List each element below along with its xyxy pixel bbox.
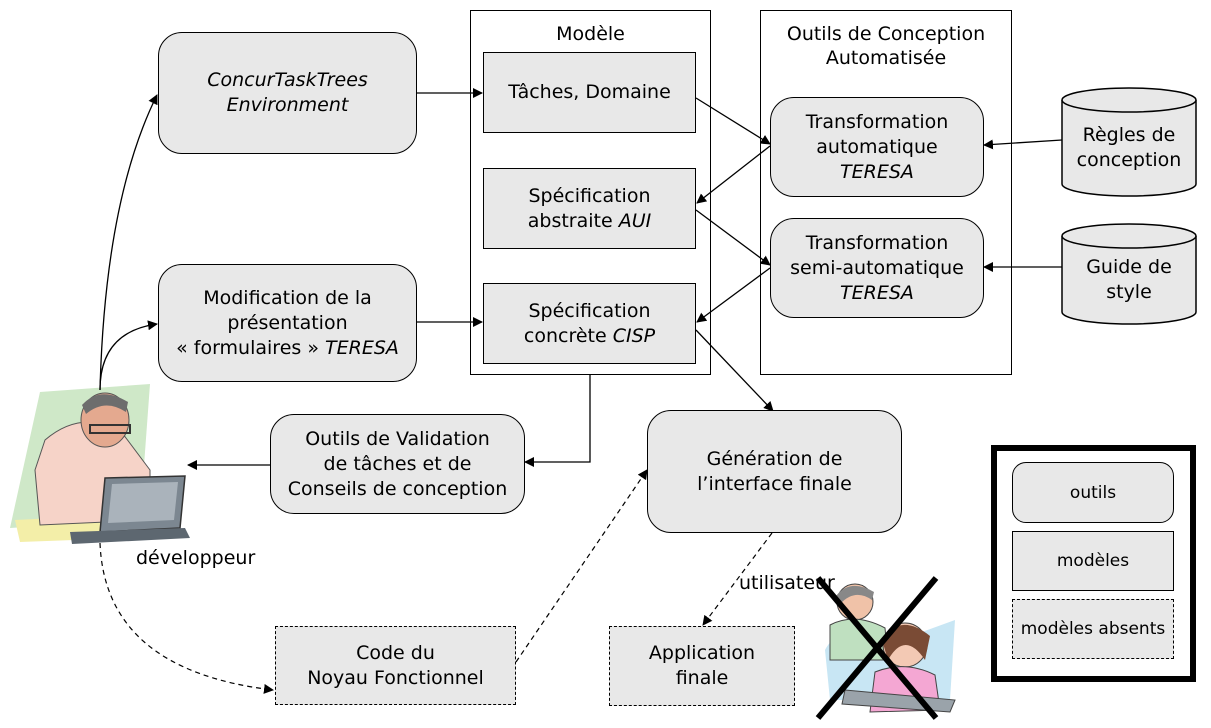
legend-models: modèles — [1012, 531, 1174, 591]
automatic-transformation-tool: Transformation automatique TERESA — [770, 97, 984, 197]
user-label: utilisateur — [739, 572, 835, 594]
presentation-modification-tool: Modification de la présentation « formul… — [158, 264, 417, 382]
legend-tools: outils — [1012, 462, 1174, 523]
developer-label: développeur — [136, 547, 256, 569]
tasks-domain-model: Tâches, Domaine — [483, 52, 696, 133]
model-panel-title: Modèle — [556, 23, 625, 45]
style-guide-cylinder — [1061, 223, 1197, 325]
developer-laptop-icon — [10, 384, 190, 544]
validation-tools: Outils de Validation de tâches et de Con… — [270, 414, 525, 514]
concurtasktrees-tool: ConcurTaskTrees Environment — [158, 32, 417, 154]
legend-absent-models: modèles absents — [1012, 599, 1174, 659]
style-guide-label: Guide de style — [1086, 256, 1172, 303]
abstract-specification-model: Spécification abstraite AUI — [483, 168, 696, 249]
tools-panel — [760, 10, 1012, 375]
functional-core-code: Code du Noyau Fonctionnel — [275, 626, 516, 705]
rules-cylinder — [1061, 87, 1197, 197]
semi-automatic-transformation-tool: Transformation semi-automatique TERESA — [770, 218, 984, 318]
final-application: Application finale — [609, 626, 795, 706]
crossed-out-users-icon — [815, 576, 956, 720]
design-rules-label: Règles de conception — [1076, 124, 1182, 171]
tools-panel-title: Outils de Conception Automatisée — [786, 23, 986, 69]
concrete-specification-model: Spécification concrète CISP — [483, 283, 696, 364]
final-interface-generation-tool: Génération de l’interface finale — [647, 410, 902, 533]
